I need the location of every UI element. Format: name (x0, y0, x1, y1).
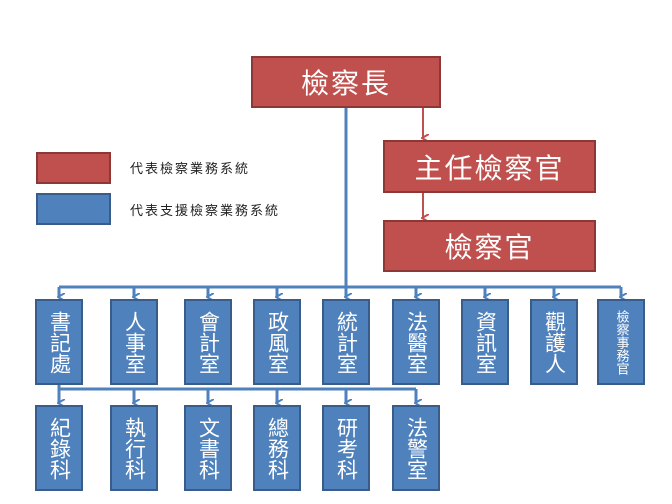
unit-label: 人事室 (122, 310, 147, 374)
legend-red-label: 代表檢察業務系統 (130, 162, 251, 177)
unit-label: 法醫室 (404, 310, 429, 374)
legend-red-swatch (36, 152, 111, 184)
row1-unit-box: 會計室 (184, 299, 232, 385)
row2-unit-box: 法警室 (392, 405, 440, 491)
head-prosecutor-box: 主任檢察官 (383, 140, 596, 193)
row2-unit-box: 研考科 (322, 405, 370, 491)
chief-label: 檢察長 (300, 67, 391, 100)
row1-unit-box: 人事室 (110, 299, 158, 385)
prosecutor-box: 檢察官 (383, 220, 596, 272)
unit-label: 執行科 (122, 416, 147, 480)
unit-label: 總務科 (265, 416, 290, 480)
row2-unit-box: 執行科 (110, 405, 158, 491)
row2-unit-box: 紀錄科 (35, 405, 83, 491)
row1-unit-box: 書記處 (35, 299, 83, 385)
row1-unit-box: 政風室 (253, 299, 301, 385)
row1-unit-box: 統計室 (322, 299, 370, 385)
unit-label: 研考科 (334, 416, 359, 480)
unit-label: 會計室 (196, 310, 221, 374)
unit-label: 統計室 (334, 310, 359, 374)
row2-unit-box: 文書科 (184, 405, 232, 491)
head-prosecutor-label: 主任檢察官 (414, 151, 565, 185)
row1-unit-box: 法醫室 (392, 299, 440, 385)
legend-blue-swatch (36, 193, 111, 225)
unit-label: 資訊室 (473, 310, 498, 374)
chief-prosecutor-box: 檢察長 (251, 56, 441, 108)
prosecutor-label: 檢察官 (444, 231, 535, 264)
unit-label: 政風室 (265, 310, 290, 374)
unit-label: 書記處 (47, 310, 72, 374)
unit-label: 文書科 (196, 416, 221, 480)
row1-unit-box: 資訊室 (461, 299, 509, 385)
row1-unit-box: 觀護人 (530, 299, 578, 385)
unit-label: 紀錄科 (47, 416, 72, 480)
unit-label: 檢察事務官 (613, 309, 629, 375)
legend-blue-label: 代表支援檢察業務系統 (130, 204, 281, 219)
unit-label: 法警室 (404, 416, 429, 480)
row1-unit-box: 檢察事務官 (597, 299, 645, 385)
row2-unit-box: 總務科 (253, 405, 301, 491)
unit-label: 觀護人 (542, 310, 567, 374)
